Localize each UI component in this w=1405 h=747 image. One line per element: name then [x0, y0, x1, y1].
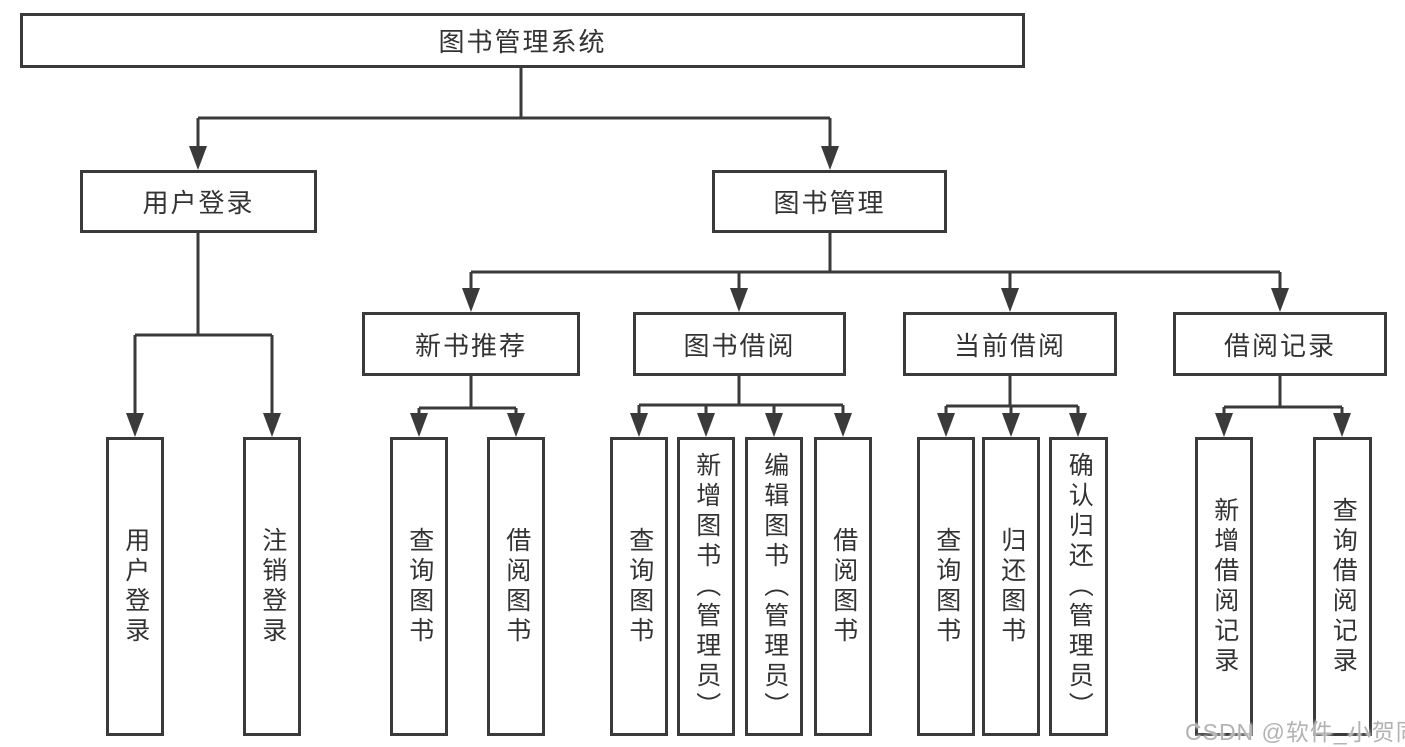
- leaf-borrow-books-label: 借阅图书: [829, 526, 858, 647]
- leaf-return-books-label: 归还图书: [997, 526, 1026, 647]
- arrowhead: [126, 413, 144, 437]
- node-borrowing-records: 借阅记录: [1173, 312, 1387, 376]
- arrowhead: [765, 413, 783, 437]
- node-book-borrowing-label: 图书借阅: [683, 330, 796, 361]
- arrowhead: [1069, 413, 1087, 437]
- arrowhead: [1271, 288, 1289, 312]
- node-root-label: 图书管理系统: [438, 27, 607, 57]
- leaf-query-books-current: 查询图书: [917, 437, 975, 736]
- leaf-query-books-borrow: 查询图书: [610, 437, 668, 736]
- node-new-book-recommend-label: 新书推荐: [414, 330, 527, 361]
- leaf-logout: 注销登录: [243, 437, 301, 736]
- arrowhead: [507, 413, 525, 437]
- arrowhead: [1333, 413, 1351, 437]
- arrowhead: [462, 288, 480, 312]
- connector-book-management-children: [469, 233, 1282, 292]
- connector-root-to-level1: [196, 68, 832, 150]
- arrowhead: [1001, 288, 1019, 312]
- arrowhead: [730, 288, 748, 312]
- leaf-query-books-borrow-label: 查询图书: [625, 526, 654, 647]
- leaf-logout-label: 注销登录: [258, 526, 287, 647]
- arrowhead: [189, 146, 207, 170]
- node-book-management-label: 图书管理: [773, 188, 886, 218]
- watermark: CSDN @软件_小贺同学: [1185, 719, 1405, 745]
- leaf-confirm-return-admin: 确认归还（管理员）: [1049, 437, 1108, 736]
- node-root-system: 图书管理系统: [20, 13, 1025, 68]
- leaf-add-borrow-record-label: 新增借阅记录: [1210, 496, 1239, 677]
- arrowhead: [630, 413, 648, 437]
- leaf-query-books-current-label: 查询图书: [932, 526, 961, 647]
- connector-lines: [133, 68, 1344, 420]
- leaf-add-books-admin-label: 新增图书（管理员）: [692, 451, 721, 722]
- connector-new-book-children: [417, 376, 518, 420]
- connector-user-login-children: [133, 233, 274, 417]
- arrowhead: [834, 413, 852, 437]
- arrowhead: [1215, 413, 1233, 437]
- node-current-borrowing-label: 当前借阅: [953, 330, 1066, 361]
- leaf-query-books-newbook: 查询图书: [390, 437, 448, 736]
- node-current-borrowing: 当前借阅: [903, 312, 1117, 376]
- leaf-return-books: 归还图书: [982, 437, 1040, 736]
- leaf-add-books-admin: 新增图书（管理员）: [677, 437, 735, 736]
- node-user-login-label: 用户登录: [142, 188, 255, 218]
- leaf-borrow-books-newbook-label: 借阅图书: [502, 526, 531, 647]
- connector-borrowing-records-children: [1222, 376, 1344, 420]
- leaf-edit-books-admin-label: 编辑图书（管理员）: [760, 451, 789, 722]
- leaf-confirm-return-admin-label: 确认归还（管理员）: [1065, 451, 1094, 722]
- arrowhead: [1002, 413, 1020, 437]
- connector-book-borrowing-children: [637, 376, 845, 420]
- leaf-edit-books-admin: 编辑图书（管理员）: [745, 437, 803, 736]
- node-book-management: 图书管理: [712, 170, 947, 233]
- leaf-borrow-books-newbook: 借阅图书: [487, 437, 545, 736]
- leaf-user-login: 用户登录: [106, 437, 164, 736]
- leaf-borrow-books: 借阅图书: [814, 437, 872, 736]
- node-new-book-recommend: 新书推荐: [362, 312, 580, 376]
- arrowhead: [263, 413, 281, 437]
- leaf-add-borrow-record: 新增借阅记录: [1195, 437, 1253, 736]
- arrowhead: [697, 413, 715, 437]
- leaf-query-borrow-record-label: 查询借阅记录: [1329, 496, 1358, 677]
- arrowhead: [821, 146, 839, 170]
- leaf-query-books-newbook-label: 查询图书: [405, 526, 434, 647]
- node-borrowing-records-label: 借阅记录: [1223, 330, 1336, 361]
- arrowhead: [937, 413, 955, 437]
- arrowheads: [126, 146, 1351, 437]
- arrowhead: [410, 413, 428, 437]
- leaf-user-login-label: 用户登录: [121, 526, 150, 647]
- node-book-borrowing: 图书借阅: [633, 312, 846, 376]
- node-user-login: 用户登录: [80, 170, 317, 233]
- leaf-query-borrow-record: 查询借阅记录: [1313, 437, 1372, 736]
